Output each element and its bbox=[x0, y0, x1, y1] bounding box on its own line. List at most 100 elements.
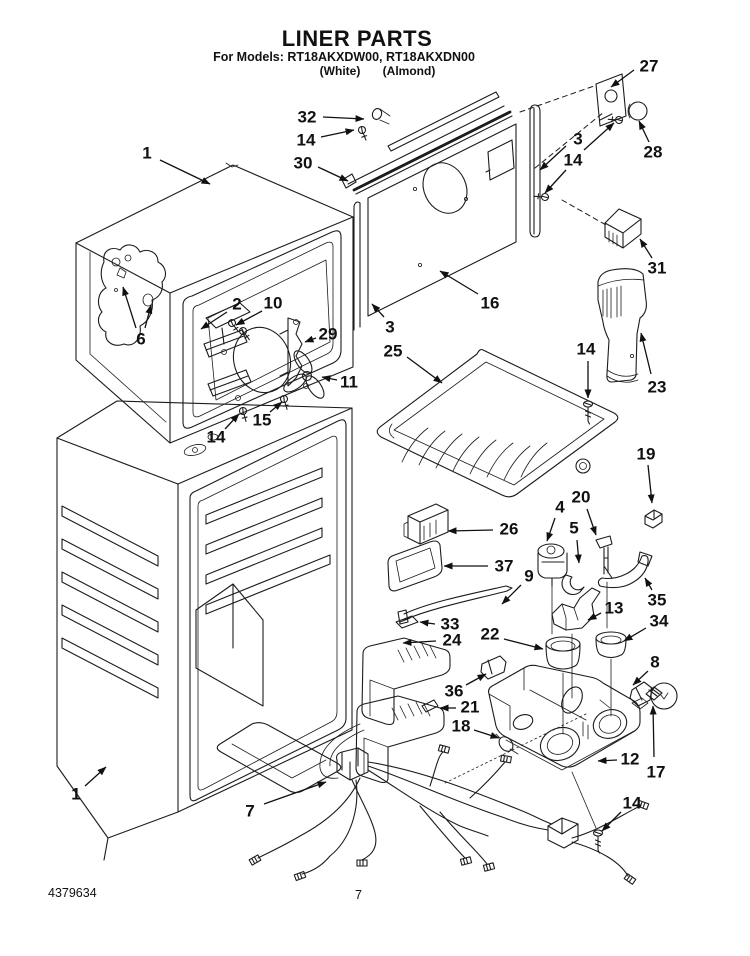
callout-14: 14 bbox=[623, 794, 642, 813]
leader-arrow-24 bbox=[402, 638, 436, 646]
leader-arrow-26 bbox=[447, 527, 493, 535]
leader-arrow-29 bbox=[304, 335, 316, 342]
callout-29: 29 bbox=[319, 325, 338, 344]
leader-arrow-20 bbox=[587, 509, 596, 536]
leader-arrow-22 bbox=[504, 639, 544, 651]
leader-arrow-28 bbox=[639, 120, 649, 142]
leader-arrow-27 bbox=[610, 70, 634, 87]
vented-shelf bbox=[377, 350, 618, 497]
callout-3: 3 bbox=[385, 318, 394, 337]
control-console bbox=[445, 665, 648, 854]
cabinet-liner bbox=[57, 401, 352, 860]
document-number: 4379634 bbox=[48, 886, 97, 900]
callout-1: 1 bbox=[71, 785, 80, 804]
callout-32: 32 bbox=[298, 108, 317, 127]
leader-arrow-6 bbox=[122, 286, 136, 328]
callout-2: 2 bbox=[232, 295, 241, 314]
leader-arrow-13 bbox=[587, 613, 601, 620]
leader-arrow-11 bbox=[321, 375, 337, 383]
leader-arrow-7 bbox=[264, 782, 327, 804]
page-number: 7 bbox=[355, 888, 362, 902]
leader-arrow-32 bbox=[323, 115, 365, 123]
leader-arrow-14 bbox=[584, 123, 614, 150]
leader-arrow-10 bbox=[235, 311, 262, 325]
callout-16: 16 bbox=[481, 294, 500, 313]
leader-arrow-1 bbox=[85, 767, 106, 786]
callout-30: 30 bbox=[294, 154, 313, 173]
freezer-liner bbox=[76, 163, 353, 443]
leader-arrow-33 bbox=[419, 619, 435, 627]
callout-11: 11 bbox=[340, 373, 358, 392]
leader-arrow-25 bbox=[407, 357, 443, 383]
finish-almond-label: (Almond) bbox=[382, 64, 436, 78]
callout-22: 22 bbox=[481, 625, 500, 644]
leader-arrow-6 bbox=[145, 304, 153, 328]
leader-arrow-23 bbox=[639, 332, 651, 374]
leader-arrow-15 bbox=[270, 402, 282, 412]
callout-14: 14 bbox=[297, 131, 316, 150]
callout-13: 13 bbox=[605, 599, 624, 618]
callout-33: 33 bbox=[441, 615, 460, 634]
leader-arrow-14 bbox=[545, 170, 566, 193]
leader-arrow-14 bbox=[225, 414, 239, 429]
callout-4: 4 bbox=[555, 498, 565, 517]
leader-arrow-12 bbox=[597, 757, 617, 765]
callout-20: 20 bbox=[572, 488, 591, 507]
wire-harness bbox=[248, 744, 650, 885]
leader-arrow-14 bbox=[602, 812, 621, 831]
callout-34: 34 bbox=[650, 612, 669, 631]
callout-12: 12 bbox=[621, 750, 640, 769]
leader-arrow-14 bbox=[321, 128, 355, 137]
leader-arrow-36 bbox=[466, 674, 487, 685]
finish-white-label: (White) bbox=[319, 64, 361, 78]
leader-arrow-3 bbox=[372, 304, 384, 317]
leader-arrow-34 bbox=[623, 628, 646, 641]
callout-23: 23 bbox=[648, 378, 667, 397]
callout-5: 5 bbox=[569, 519, 578, 538]
callout-1: 1 bbox=[142, 144, 151, 163]
callout-15: 15 bbox=[253, 411, 272, 430]
callout-31: 31 bbox=[648, 259, 667, 278]
leader-arrow-5 bbox=[574, 540, 582, 564]
air-duct-tower bbox=[598, 209, 646, 382]
leader-arrow-1 bbox=[160, 160, 211, 184]
drain-gasket bbox=[99, 245, 166, 345]
leader-arrow-9 bbox=[502, 585, 521, 604]
callout-19: 19 bbox=[637, 445, 656, 464]
callout-7: 7 bbox=[245, 802, 254, 821]
leader-arrow-17 bbox=[649, 705, 657, 757]
callout-25: 25 bbox=[384, 342, 403, 361]
callout-37: 37 bbox=[495, 557, 514, 576]
leader-arrow-30 bbox=[318, 167, 349, 181]
leader-arrow-35 bbox=[645, 577, 652, 590]
callout-21: 21 bbox=[461, 698, 480, 717]
callout-14: 14 bbox=[564, 151, 583, 170]
leader-arrow-8 bbox=[633, 671, 648, 685]
rear-panel-assembly bbox=[342, 74, 647, 330]
leader-arrow-31 bbox=[640, 238, 652, 258]
callout-9: 9 bbox=[524, 567, 533, 586]
callout-3: 3 bbox=[573, 130, 582, 149]
callout-28: 28 bbox=[644, 143, 663, 162]
leader-arrow-4 bbox=[547, 518, 555, 542]
callout-17: 17 bbox=[647, 763, 666, 782]
callout-24: 24 bbox=[443, 631, 462, 650]
leader-arrow-2 bbox=[200, 312, 227, 329]
leader-arrow-16 bbox=[439, 271, 478, 294]
callout-14: 14 bbox=[577, 340, 596, 359]
callout-14: 14 bbox=[207, 428, 226, 447]
leader-arrow-18 bbox=[474, 730, 500, 739]
callout-36: 36 bbox=[445, 682, 464, 701]
callout-18: 18 bbox=[452, 717, 471, 736]
leader-arrow-19 bbox=[648, 465, 655, 504]
callout-35: 35 bbox=[648, 591, 667, 610]
callout-26: 26 bbox=[500, 520, 519, 539]
leader-arrow-3 bbox=[540, 146, 566, 170]
callout-6: 6 bbox=[136, 330, 145, 349]
callout-10: 10 bbox=[264, 294, 283, 313]
callout-8: 8 bbox=[650, 653, 659, 672]
page-title: LINER PARTS bbox=[281, 26, 433, 51]
